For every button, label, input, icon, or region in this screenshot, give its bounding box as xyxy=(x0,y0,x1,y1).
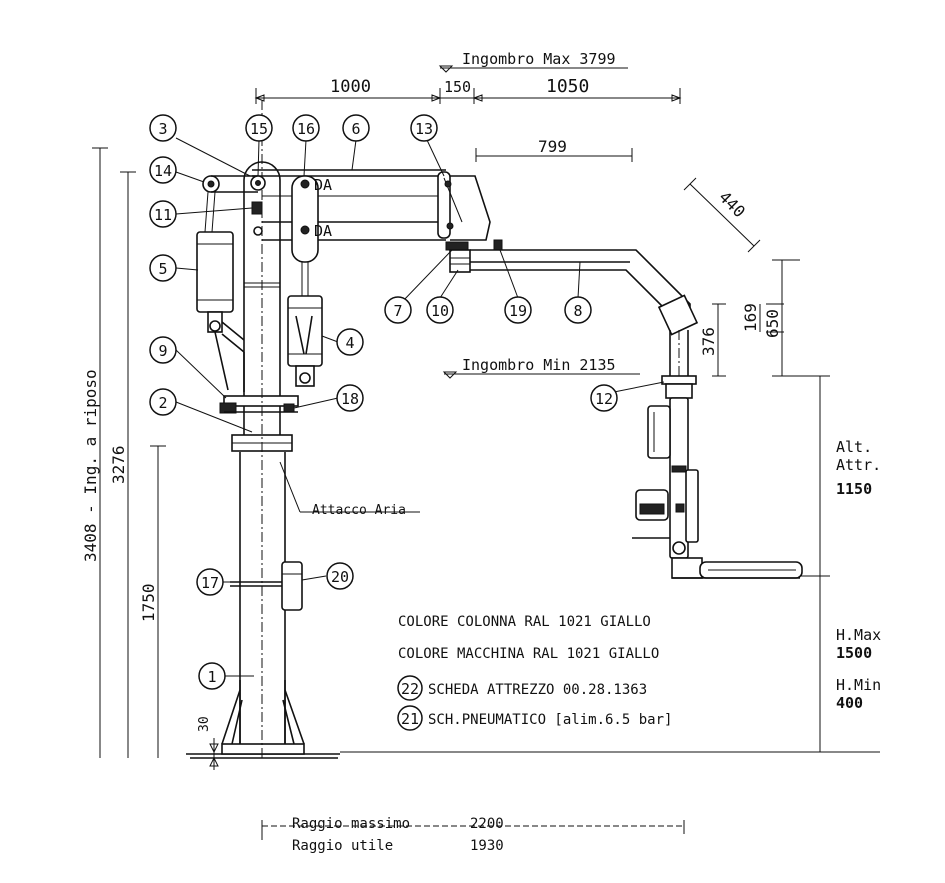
callout-2-number: 2 xyxy=(158,394,167,412)
cylinder-4 xyxy=(287,175,323,387)
note-scheda-attrezzo: SCHEDA ATTREZZO 00.28.1363 xyxy=(428,682,647,698)
callout-22: 22 xyxy=(397,675,423,701)
callout-19: 19 xyxy=(504,296,532,324)
callout-3: 3 xyxy=(149,114,177,142)
da-label-lower: DA xyxy=(314,222,332,240)
callout-4-number: 4 xyxy=(345,334,354,352)
dim-30: 30 xyxy=(197,716,212,732)
note-colore-macchina: COLORE MACCHINA RAL 1021 GIALLO xyxy=(398,646,659,662)
hmin-value: 400 xyxy=(836,694,863,712)
callout-13: 13 xyxy=(410,114,438,142)
dim-1750: 1750 xyxy=(139,583,158,622)
callout-16: 16 xyxy=(292,114,320,142)
callout-7: 7 xyxy=(384,296,412,324)
callout-2: 2 xyxy=(149,388,177,416)
callout-15-number: 15 xyxy=(250,120,268,138)
raggio-utile-value: 1930 xyxy=(470,838,504,854)
da-label-upper: DA xyxy=(314,176,332,194)
dim-440: 440 xyxy=(715,187,749,221)
callout-12: 12 xyxy=(590,384,618,412)
alt-attr-line1: Alt. xyxy=(836,438,872,456)
dim-3408: 3408 - Ing. a riposo xyxy=(81,369,100,562)
column xyxy=(219,100,305,760)
callout-12-number: 12 xyxy=(595,390,613,408)
arm-6 xyxy=(250,169,503,273)
callout-4: 4 xyxy=(336,328,364,356)
arm-8 xyxy=(470,249,699,574)
callout-10: 10 xyxy=(426,296,454,324)
top-dimensions xyxy=(254,65,761,379)
callout-16-number: 16 xyxy=(297,120,315,138)
callout-18: 18 xyxy=(336,384,364,412)
dim-650: 650 xyxy=(763,309,782,338)
gripper-tool xyxy=(632,375,803,579)
callout-5: 5 xyxy=(149,254,177,282)
callout-11: 11 xyxy=(149,200,177,228)
dim-150: 150 xyxy=(444,78,471,96)
callout-19-number: 19 xyxy=(509,302,527,320)
dim-799: 799 xyxy=(538,137,567,156)
callout-18-number: 18 xyxy=(341,390,359,408)
callout-21-number: 21 xyxy=(401,710,419,728)
note-schema-pneumatico: SCH.PNEUMATICO [alim.6.5 bar] xyxy=(428,712,672,728)
callout-15: 15 xyxy=(245,114,273,142)
callout-20: 20 xyxy=(326,562,354,590)
callout-20-number: 20 xyxy=(331,568,349,586)
callout-14-number: 14 xyxy=(154,162,172,180)
raggio-utile-label: Raggio utile xyxy=(292,838,393,854)
callout-21: 21 xyxy=(397,705,423,731)
callout-6-number: 6 xyxy=(351,120,360,138)
dim-3276: 3276 xyxy=(109,445,128,484)
callout-9: 9 xyxy=(149,336,177,364)
callout-9-number: 9 xyxy=(158,342,167,360)
dim-169: 169 xyxy=(741,303,760,332)
hmax-value: 1500 xyxy=(836,644,872,662)
note-colore-colonna: COLORE COLONNA RAL 1021 GIALLO xyxy=(398,614,651,630)
cylinder-5 xyxy=(196,175,258,392)
ingombro-min-label: Ingombro Min 2135 xyxy=(462,356,616,374)
alt-attr-value: 1150 xyxy=(836,480,872,498)
alt-attr-line2: Attr. xyxy=(836,456,881,474)
left-dimensions xyxy=(92,147,219,770)
callout-1-number: 1 xyxy=(207,668,216,686)
raggio-massimo-label: Raggio massimo xyxy=(292,816,410,832)
raggio-massimo-value: 2200 xyxy=(470,816,504,832)
dim-1000: 1000 xyxy=(330,77,371,97)
radius-dimension xyxy=(261,820,685,840)
hmin-label: H.Min xyxy=(836,676,881,694)
leader-lines xyxy=(175,137,665,677)
callout-17: 17 xyxy=(196,568,224,596)
callout-13-number: 13 xyxy=(415,120,433,138)
callout-10-number: 10 xyxy=(431,302,449,320)
dim-376: 376 xyxy=(699,327,718,356)
dim-1050: 1050 xyxy=(546,76,589,97)
attacco-aria-label: Attacco Aria xyxy=(312,503,406,518)
callout-7-number: 7 xyxy=(393,302,402,320)
callout-17-number: 17 xyxy=(201,574,219,592)
callout-1: 1 xyxy=(198,662,226,690)
callout-11-number: 11 xyxy=(154,206,172,224)
callout-22-number: 22 xyxy=(401,680,419,698)
right-dimensions xyxy=(712,259,830,752)
ingombro-max-label: Ingombro Max 3799 xyxy=(462,50,616,68)
hmax-label: H.Max xyxy=(836,626,881,644)
callout-14: 14 xyxy=(149,156,177,184)
callout-5-number: 5 xyxy=(158,260,167,278)
callout-6: 6 xyxy=(342,114,370,142)
callout-8-number: 8 xyxy=(573,302,582,320)
callout-3-number: 3 xyxy=(158,120,167,138)
callout-8: 8 xyxy=(564,296,592,324)
